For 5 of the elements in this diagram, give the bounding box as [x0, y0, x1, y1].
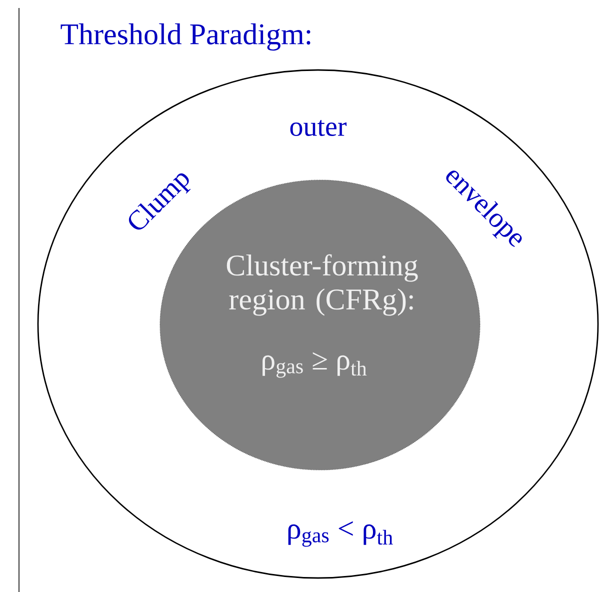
region-label: ρ$_{gas}$ < ρ$_{th}$ — [288, 521, 393, 547]
title: Threshold Paradigm: — [60, 23, 310, 51]
region-label: Cluster-forming region (CFRg): — [226, 254, 418, 316]
region-label: outer — [290, 120, 347, 136]
region-label: ρ$_{gas}$ ≥ ρ$_{th}$ — [262, 352, 367, 378]
